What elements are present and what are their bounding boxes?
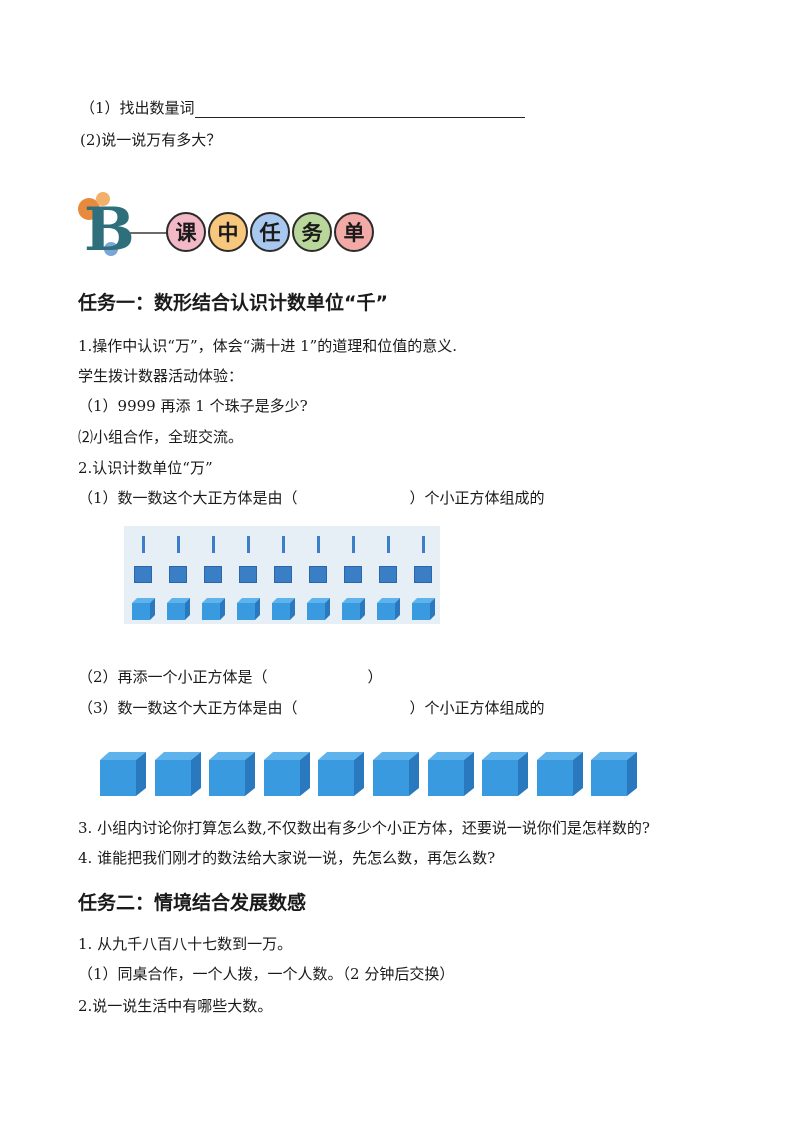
banner-bubble-ke: 课 [166, 212, 206, 252]
line-text: （1）数一数这个大正方体是由（ [78, 489, 298, 507]
answer-line[interactable] [194, 103, 525, 118]
banner-bubble-dan: 单 [334, 212, 374, 252]
task2-heading: 任务二：情境结合发展数感 [78, 892, 307, 914]
task1-line8: （3）数一数这个大正方体是由（ ）个小正方体组成的 [78, 698, 545, 718]
flat-block [134, 566, 152, 583]
banner-bubble-ren: 任 [250, 212, 290, 252]
task1-line4: ⑵小组合作，全班交流。 [78, 428, 244, 446]
small-cube [377, 598, 400, 620]
task2-line3: 2.说一说生活中有哪些大数。 [78, 997, 273, 1015]
rod-block [282, 536, 285, 553]
big-cube [263, 752, 310, 796]
rod-block [142, 536, 145, 553]
line-text: ）个小正方体组成的 [409, 699, 545, 717]
banner-rope [130, 232, 170, 234]
task1-line10: 4. 谁能把我们刚才的数法给大家说一说，先怎么数，再怎么数? [78, 849, 496, 867]
big-cube [591, 752, 638, 796]
lesson-banner: B 课 中 任 务 单 [78, 192, 398, 268]
small-cube [412, 598, 435, 620]
task1-line3: （1）9999 再添 1 个珠子是多少? [78, 397, 308, 415]
rod-block [387, 536, 390, 553]
flat-block [309, 566, 327, 583]
small-cube [342, 598, 365, 620]
flat-block [274, 566, 292, 583]
question-find-quantifiers: （1）找出数量词 [80, 98, 525, 118]
counting-blocks-figure [124, 526, 440, 624]
line-text: （2）再添一个小正方体是（ [78, 668, 268, 686]
bubble-char: 单 [343, 221, 365, 245]
task2-line1: 1. 从九千八百八十七数到一万。 [78, 935, 293, 953]
banner-bubble-zhong: 中 [208, 212, 248, 252]
flower-decoration [96, 192, 110, 206]
small-cube [272, 598, 295, 620]
bubble-char: 任 [259, 221, 281, 245]
big-cube [100, 752, 146, 796]
flat-block [414, 566, 432, 583]
rod-block [212, 536, 215, 553]
task1-line7: （2）再添一个小正方体是（ ） [78, 667, 383, 687]
rod-block [352, 536, 355, 553]
line-text: （3）数一数这个大正方体是由（ [78, 699, 298, 717]
task1-line9: 3. 小组内讨论你打算怎么数,不仅数出有多少个小正方体，还要说一说你们是怎样数的… [78, 819, 650, 837]
small-cube [237, 598, 260, 620]
task1-line6: （1）数一数这个大正方体是由（ ）个小正方体组成的 [78, 488, 545, 508]
big-cube [154, 752, 201, 796]
big-cube [482, 752, 529, 796]
rod-block [422, 536, 425, 553]
flat-block [344, 566, 362, 583]
big-cube [536, 752, 583, 796]
big-cube [209, 752, 256, 796]
question-how-big-wan: (2)说一说万有多大？ [80, 131, 222, 149]
line-text: ）个小正方体组成的 [409, 489, 545, 507]
question-text: （1）找出数量词 [80, 99, 195, 117]
bubble-char: 务 [301, 221, 323, 245]
flat-block [169, 566, 187, 583]
task1-line1: 1.操作中认识“万”，体会“满十进 1”的道理和位值的意义. [78, 337, 458, 355]
rod-block [317, 536, 320, 553]
rod-block [247, 536, 250, 553]
task1-line2: 学生拨计数器活动体验： [78, 367, 244, 385]
line-text: ） [367, 668, 383, 686]
flower-decoration [104, 242, 118, 256]
flower-decoration [78, 198, 100, 220]
rod-block [177, 536, 180, 553]
task2-line2: （1）同桌合作，一个人拨，一个人数。（2 分钟后交换） [78, 965, 455, 983]
big-cube [427, 752, 474, 796]
small-cube [202, 598, 225, 620]
flat-block [379, 566, 397, 583]
flat-block [204, 566, 222, 583]
banner-letter: B [84, 195, 135, 265]
big-cube [373, 752, 419, 796]
flat-block [239, 566, 257, 583]
banner-bubble-wu: 务 [292, 212, 332, 252]
small-cube [167, 598, 190, 620]
big-cube [318, 752, 365, 796]
task1-heading: 任务一：数形结合认识计数单位“千” [78, 292, 388, 314]
bubble-char: 中 [217, 221, 239, 245]
small-cube [307, 598, 330, 620]
bubble-char: 课 [175, 221, 197, 245]
task1-line5: 2.认识计数单位“万” [78, 459, 213, 477]
small-cube [132, 598, 155, 620]
